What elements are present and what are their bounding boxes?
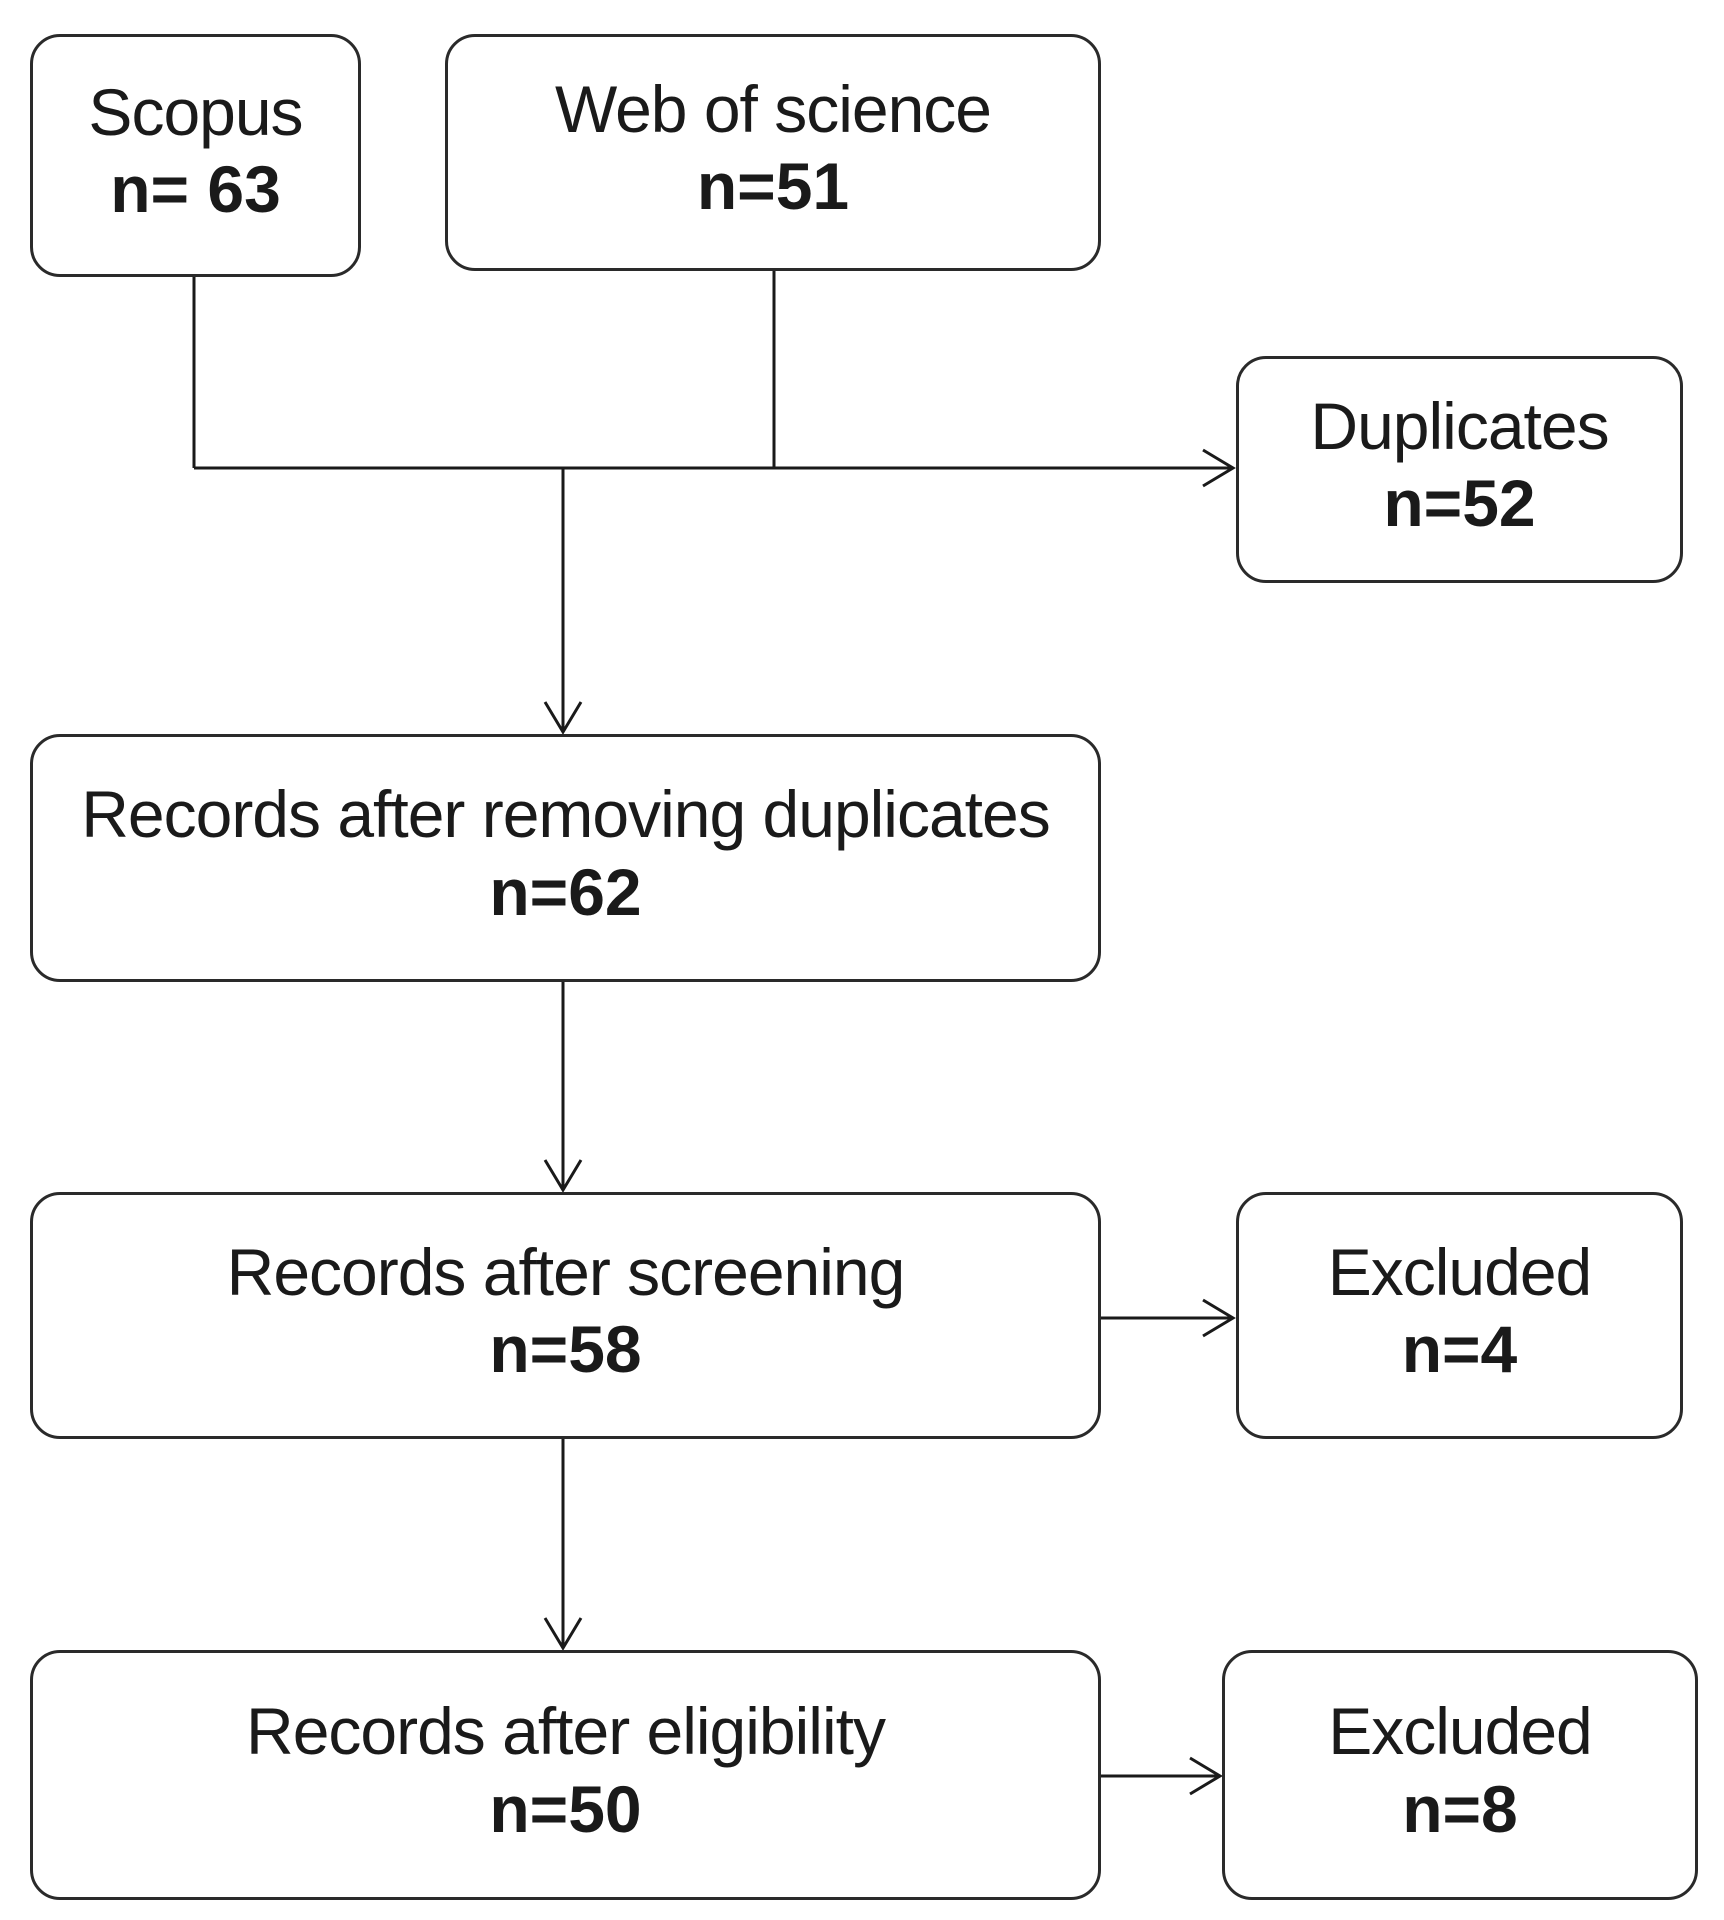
dedup-box: Records after removing duplicates n=62 bbox=[30, 734, 1101, 982]
duplicates-box: Duplicates n=52 bbox=[1236, 356, 1683, 583]
wos-count: n=51 bbox=[696, 149, 850, 224]
arrowhead-duplicates bbox=[1202, 448, 1236, 488]
duplicates-count: n=52 bbox=[1383, 466, 1536, 541]
wos-label: Web of science bbox=[554, 71, 992, 146]
eligibility-box: Records after eligibility n=50 bbox=[30, 1650, 1101, 1900]
screening-count: n=58 bbox=[489, 1312, 642, 1387]
dedup-label: Records after removing duplicates bbox=[81, 777, 1050, 852]
excluded-eligibility-label: Excluded bbox=[1328, 1694, 1593, 1769]
scopus-count: n= 63 bbox=[110, 152, 281, 227]
duplicates-label: Duplicates bbox=[1310, 388, 1609, 463]
arrowhead-screening bbox=[543, 1159, 583, 1193]
screening-box: Records after screening n=58 bbox=[30, 1192, 1101, 1439]
excluded-screening-count: n=4 bbox=[1401, 1312, 1518, 1387]
excluded-screening-label: Excluded bbox=[1327, 1234, 1593, 1309]
excluded-screening-box: Excluded n=4 bbox=[1236, 1192, 1683, 1439]
arrowhead-excluded-2 bbox=[1189, 1756, 1223, 1796]
arrowhead-dedup bbox=[543, 701, 583, 735]
eligibility-count: n=50 bbox=[489, 1771, 642, 1846]
arrowhead-eligibility bbox=[543, 1617, 583, 1651]
arrowhead-excluded-1 bbox=[1202, 1298, 1236, 1338]
excluded-eligibility-count: n=8 bbox=[1402, 1771, 1518, 1846]
eligibility-label: Records after eligibility bbox=[246, 1694, 886, 1769]
scopus-label: Scopus bbox=[88, 74, 303, 149]
excluded-eligibility-box: Excluded n=8 bbox=[1222, 1650, 1698, 1900]
scopus-box: Scopus n= 63 bbox=[30, 34, 361, 277]
screening-label: Records after screening bbox=[226, 1234, 906, 1309]
dedup-count: n=62 bbox=[489, 854, 642, 929]
wos-box: Web of science n=51 bbox=[445, 34, 1101, 271]
